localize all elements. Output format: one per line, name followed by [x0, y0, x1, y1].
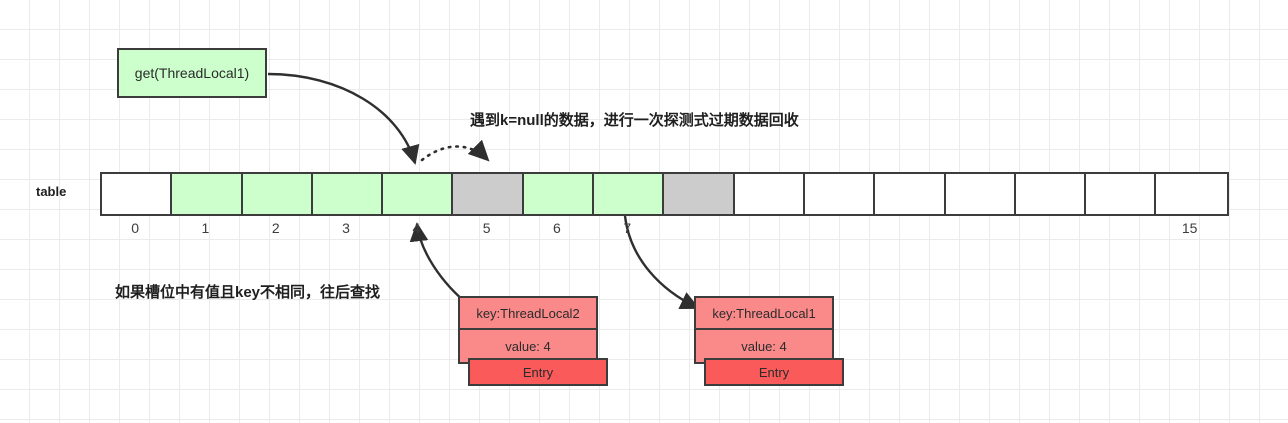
table-cell-4[interactable] [383, 174, 454, 214]
index-label-15: 15 [1181, 220, 1198, 236]
arrow-entry2-to-slot4 [409, 222, 471, 307]
get-box-label: get(ThreadLocal1) [134, 65, 250, 81]
entry-kv-box: key:ThreadLocal1 value: 4 [694, 296, 834, 364]
table-cell-2[interactable] [242, 174, 313, 214]
entry-value: value: 4 [505, 338, 551, 354]
get-threadlocal-box[interactable]: get(ThreadLocal1) [117, 48, 267, 98]
note-expired-cleanup: 遇到k=null的数据，进行一次探测式过期数据回收 [470, 112, 799, 129]
table-cell-5[interactable] [453, 174, 524, 214]
hash-table-row [100, 172, 1229, 216]
index-label-2: 2 [271, 220, 280, 236]
entry-kv-box: key:ThreadLocal2 value: 4 [458, 296, 598, 364]
index-label-5: 5 [482, 220, 491, 236]
table-cell-0[interactable] [102, 174, 173, 214]
entry-footer-label: Entry [468, 358, 608, 386]
table-cell-3[interactable] [312, 174, 384, 214]
table-cell-14[interactable] [1086, 174, 1157, 214]
table-cell-13[interactable] [1015, 174, 1087, 214]
table-cell-12[interactable] [945, 174, 1016, 214]
table-cell-9[interactable] [734, 174, 805, 214]
entry-footer-label: Entry [704, 358, 844, 386]
table-cell-10[interactable] [804, 174, 876, 214]
table-cell-11[interactable] [875, 174, 946, 214]
index-label-1: 1 [201, 220, 210, 236]
entry-key: key:ThreadLocal1 [696, 298, 832, 330]
index-label-3: 3 [342, 220, 350, 236]
table-cell-7[interactable] [594, 174, 665, 214]
entry-threadlocal1: key:ThreadLocal1 value: 4 Entry [694, 296, 844, 386]
entry-value: value: 4 [741, 338, 787, 354]
index-label-7: 7 [623, 220, 632, 236]
table-cell-6[interactable] [523, 174, 595, 214]
arrow-probe-expired-dotted [420, 139, 490, 162]
note-linear-probe: 如果槽位中有值且key不相同，往后查找 [114, 284, 381, 301]
entry-threadlocal2: key:ThreadLocal2 value: 4 Entry [458, 296, 608, 386]
entry-key: key:ThreadLocal2 [460, 298, 596, 330]
table-cell-15[interactable] [1156, 174, 1227, 214]
index-label-0: 0 [131, 220, 140, 236]
table-cell-1[interactable] [172, 174, 243, 214]
index-label-4: 4 [412, 220, 421, 236]
arrow-get-to-slot4 [267, 72, 420, 165]
index-label-6: 6 [553, 220, 561, 236]
table-cell-8[interactable] [664, 174, 735, 214]
table-label: table [36, 184, 67, 199]
